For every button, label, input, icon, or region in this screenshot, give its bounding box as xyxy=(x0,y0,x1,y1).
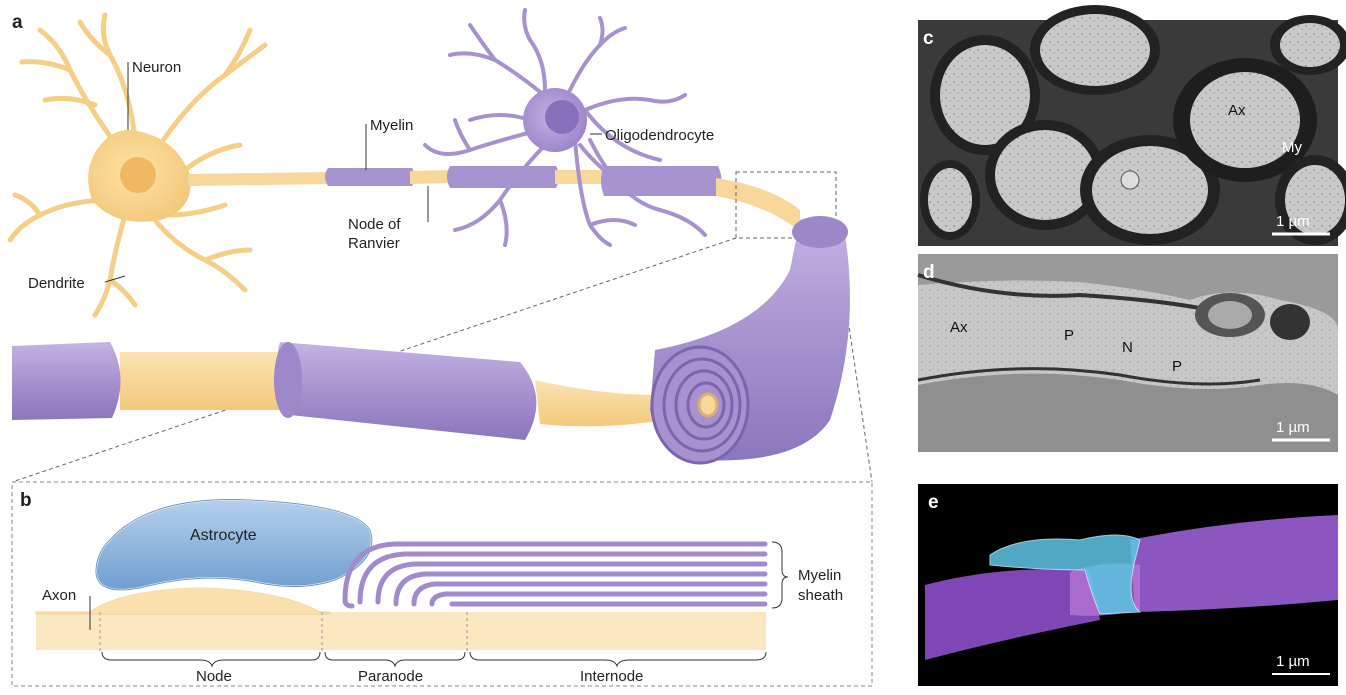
zoom-axon-2 xyxy=(535,380,665,426)
panel-d-ax: Ax xyxy=(950,319,968,336)
panel-e-letter: e xyxy=(928,492,939,513)
b-astrocyte xyxy=(96,500,372,590)
label-paranode: Paranode xyxy=(358,668,423,685)
panel-d-n: N xyxy=(1122,339,1133,356)
label-myelin: Myelin xyxy=(370,117,413,134)
label-oligodendrocyte: Oligodendrocyte xyxy=(605,127,714,144)
label-node: Node xyxy=(196,668,232,685)
b-myelin-brace xyxy=(772,542,788,608)
panel-d: d Ax P N P 1 µm xyxy=(918,254,1338,452)
oligodendrocyte-nucleus xyxy=(545,100,579,134)
label-neuron: Neuron xyxy=(132,59,181,76)
myelin-segment-1 xyxy=(325,168,415,186)
panel-c-letter: c xyxy=(923,28,934,49)
axon-segment-initial xyxy=(188,172,330,186)
panel-c-my: My xyxy=(1282,139,1302,156)
neuron-nucleus xyxy=(120,157,156,193)
panel-c: c Ax My 1 µm xyxy=(918,5,1346,246)
label-dendrite: Dendrite xyxy=(28,275,85,292)
label-myelin-sheath-1: Myelin xyxy=(798,567,841,584)
panel-c-ax: Ax xyxy=(1228,102,1246,119)
panel-d-p2: P xyxy=(1172,358,1182,375)
b-paranode-brace xyxy=(325,652,465,666)
panel-b-letter: b xyxy=(20,490,32,511)
panel-d-scale: 1 µm xyxy=(1276,419,1310,436)
zoom-axon-1 xyxy=(120,352,290,410)
panel-e: e 1 µm xyxy=(918,484,1338,686)
myelin-segment-2 xyxy=(447,166,559,188)
panel-a-letter: a xyxy=(12,12,23,33)
b-node-brace xyxy=(102,652,320,666)
panel-c-scale: 1 µm xyxy=(1276,213,1310,230)
b-myelin-sheath xyxy=(345,544,765,606)
axon-node-1 xyxy=(410,170,452,184)
panel-b: b Astrocyte Myelin shea xyxy=(12,482,872,686)
panel-e-scale: 1 µm xyxy=(1276,653,1310,670)
zoom-myelin-left xyxy=(12,342,121,420)
myelin-spiral xyxy=(652,347,748,463)
zoom-myelin-middle xyxy=(277,342,537,440)
label-ranvier: Ranvier xyxy=(348,235,400,252)
label-myelin-sheath-2: sheath xyxy=(798,587,843,604)
b-node-bulge-fill xyxy=(90,588,320,612)
zoom-myelin-middle-cap xyxy=(274,342,302,418)
zoom-myelin-upper-cap xyxy=(792,216,848,248)
axon-curve xyxy=(716,178,800,232)
panel-a: a xyxy=(10,10,872,482)
panel-d-letter: d xyxy=(923,262,935,283)
b-internode-brace xyxy=(470,652,766,666)
panel-d-p1: P xyxy=(1064,327,1074,344)
label-axon: Axon xyxy=(42,587,76,604)
label-astrocyte: Astrocyte xyxy=(190,527,257,544)
label-node-of: Node of xyxy=(348,216,401,233)
b-axon xyxy=(36,612,766,650)
label-internode: Internode xyxy=(580,668,643,685)
